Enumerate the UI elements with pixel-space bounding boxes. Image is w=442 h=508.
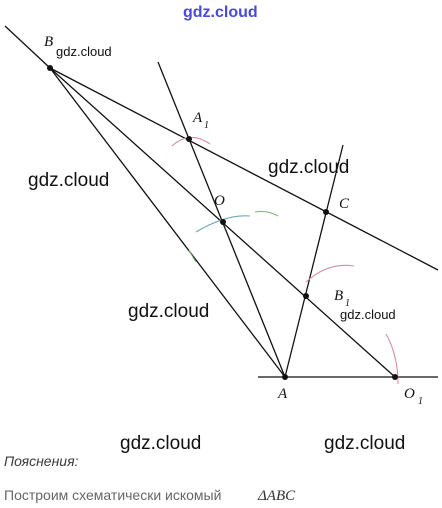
label-b1-sub: 1 — [345, 298, 350, 309]
label-a: A — [277, 386, 288, 402]
line-through-b-top-left — [4, 25, 51, 69]
label-c: C — [339, 196, 350, 212]
label-b1: B — [334, 288, 343, 304]
line-a-to-c — [284, 144, 344, 378]
line-b-to-c-extended — [49, 67, 439, 271]
point-o1-dot — [392, 374, 398, 380]
arc-at-b1 — [305, 264, 355, 283]
point-a1-dot — [186, 136, 192, 142]
watermark-top: gdz.cloud — [183, 4, 258, 21]
arc-at-o1 — [385, 333, 399, 385]
watermark-bottom-right: gdz.cloud — [324, 433, 405, 454]
label-o1: O — [404, 386, 415, 402]
watermark-near-b1: gdz.cloud — [340, 307, 396, 322]
arc-right-of-o — [254, 210, 279, 217]
label-a1-sub: 1 — [204, 120, 209, 131]
label-b: B — [44, 34, 53, 50]
watermark-bottom-left: gdz.cloud — [120, 433, 201, 454]
arc-left-of-o — [188, 249, 197, 263]
point-b-dot — [47, 65, 53, 71]
arc-at-o — [195, 215, 251, 233]
point-c-dot — [323, 209, 329, 215]
label-o: O — [214, 193, 225, 209]
line-b-to-a — [49, 67, 286, 378]
label-a1: A — [192, 110, 203, 126]
point-b1-dot — [303, 293, 309, 299]
notes-line1: Построим схематически искомый — [4, 487, 221, 503]
watermark-near-b: gdz.cloud — [56, 44, 112, 59]
point-o-dot — [220, 219, 226, 225]
watermark-left-middle: gdz.cloud — [128, 301, 209, 322]
notes-line1-math: ΔABC — [257, 488, 296, 504]
watermark-right-upper: gdz.cloud — [268, 157, 349, 178]
point-a-dot — [282, 374, 288, 380]
notes-title: Пояснения: — [4, 453, 79, 469]
watermark-left-upper: gdz.cloud — [28, 170, 109, 191]
label-o1-sub: 1 — [418, 396, 423, 407]
